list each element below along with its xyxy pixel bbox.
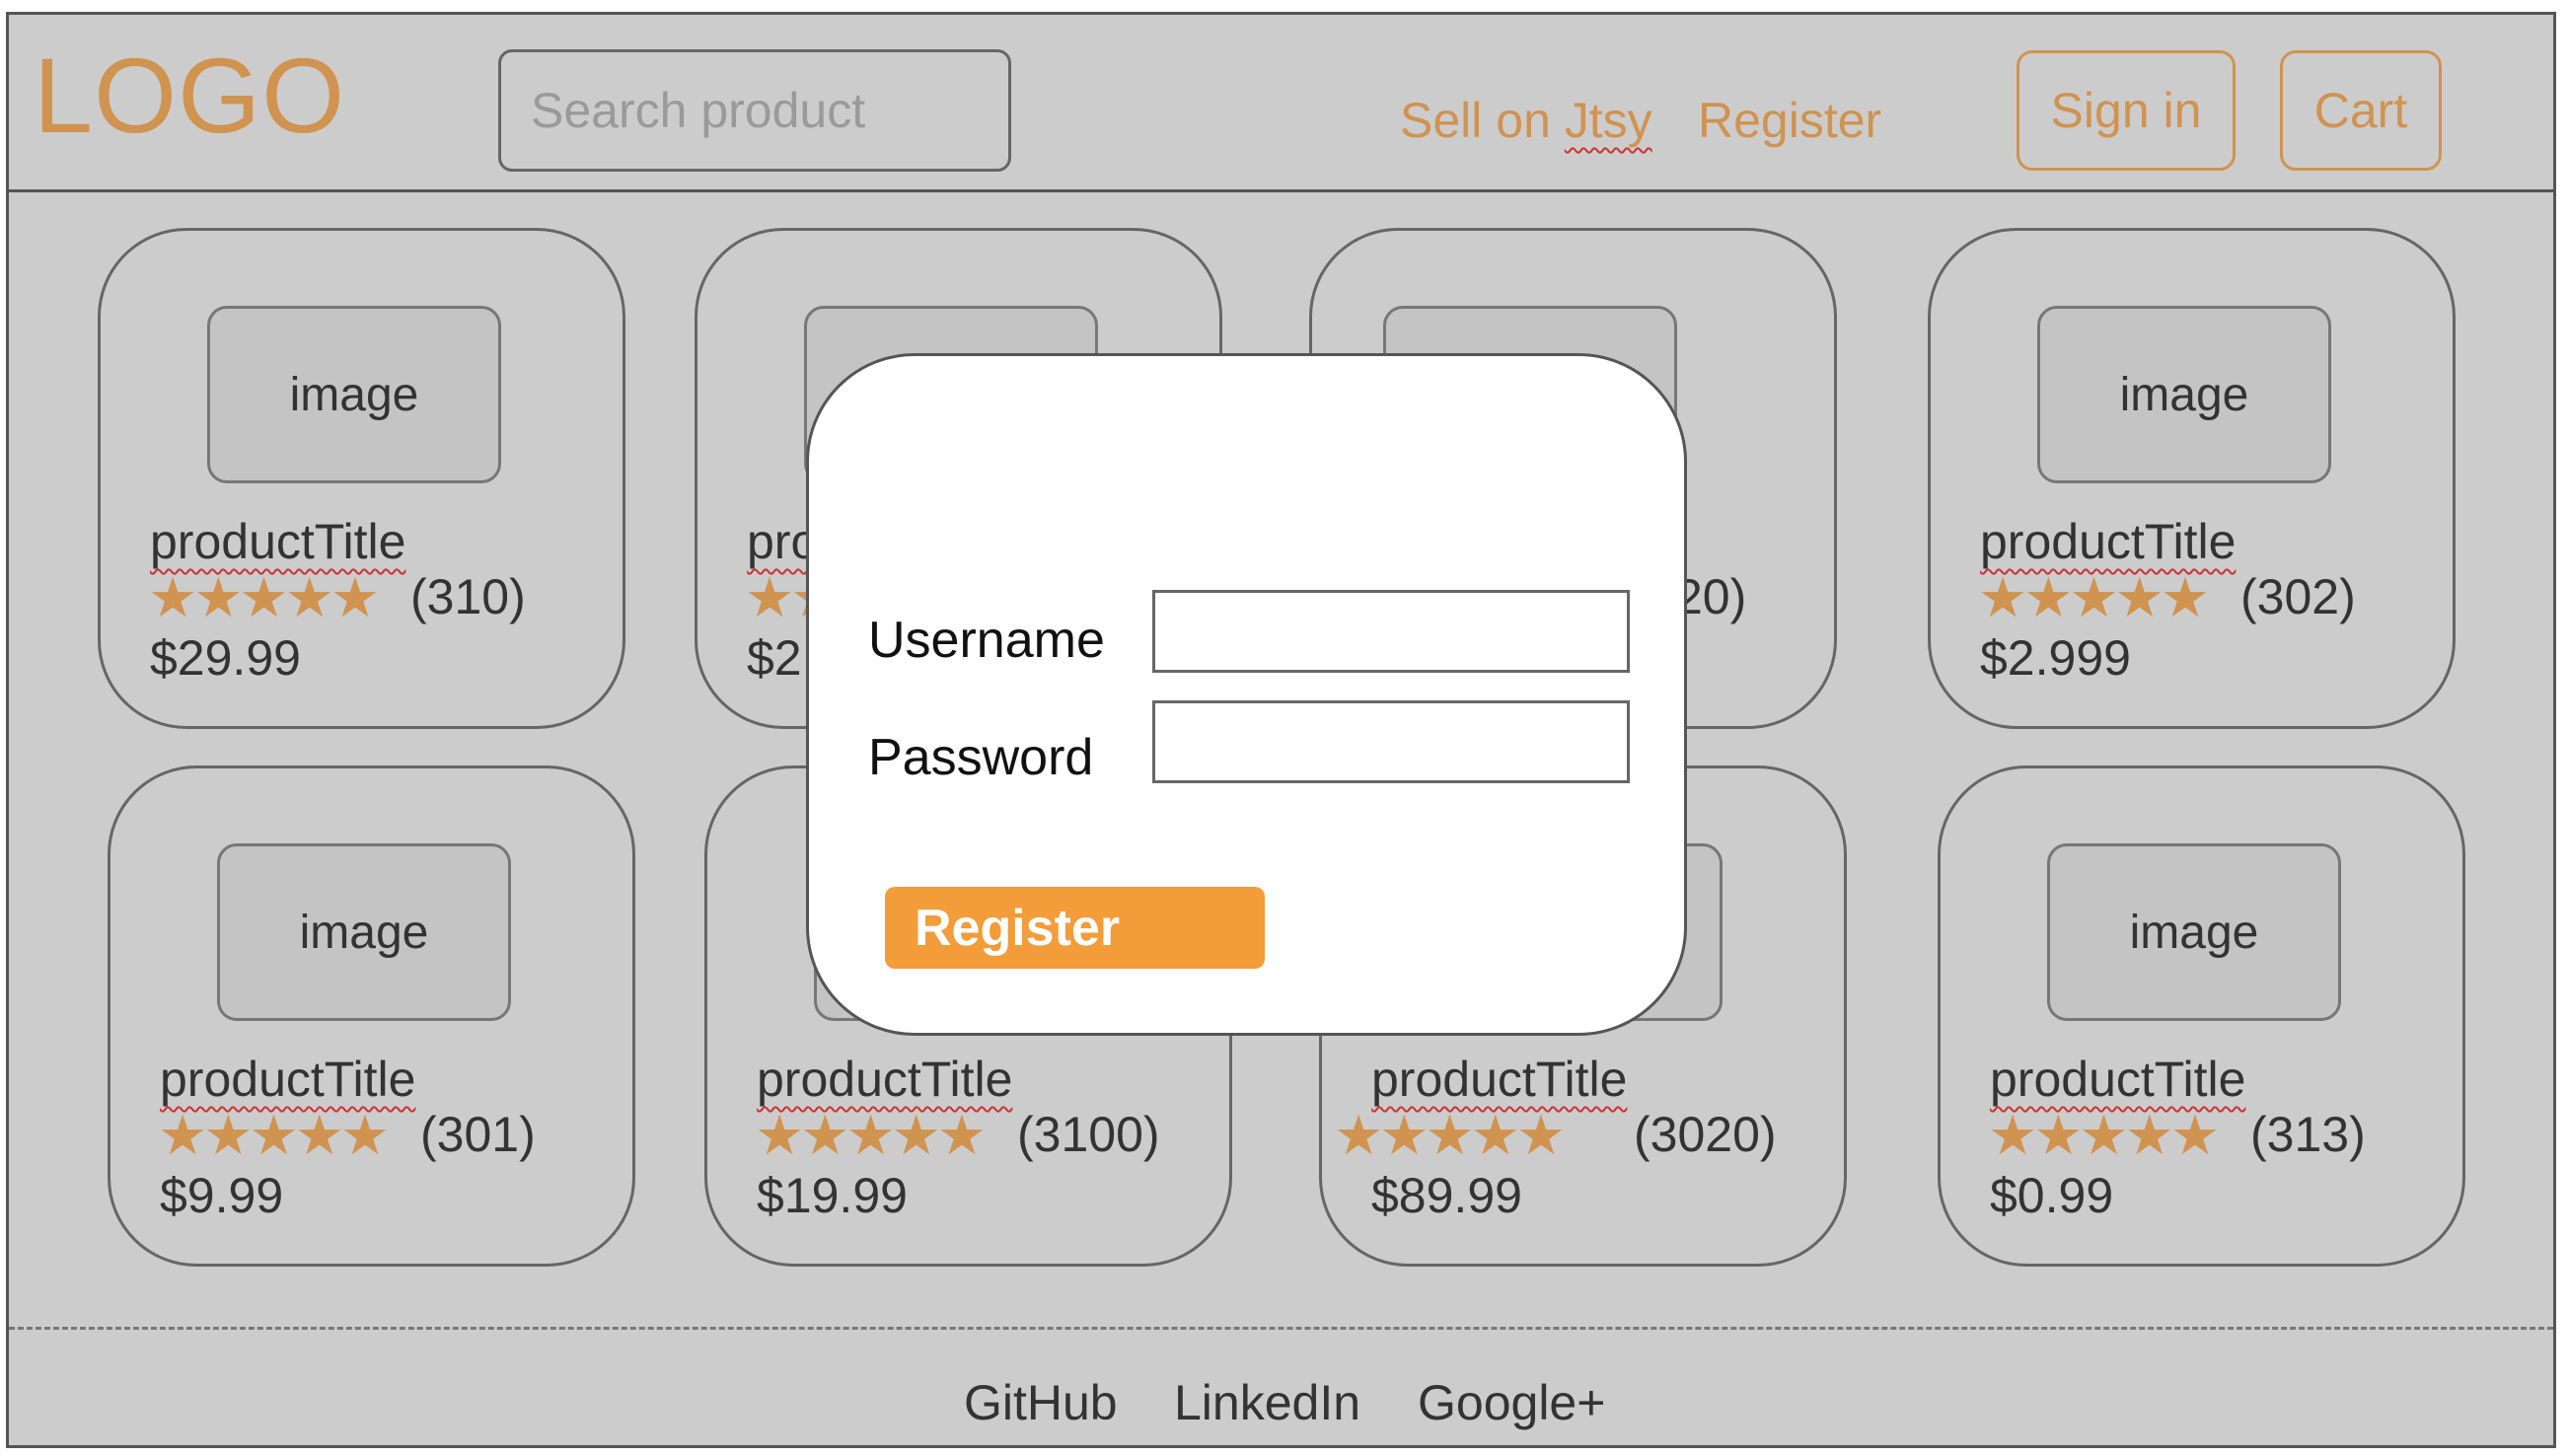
rating-count: (313) — [2250, 1107, 2366, 1162]
product-card[interactable]: image productTitle ★★★★★ (301) $9.99 — [108, 765, 635, 1267]
password-label: Password — [868, 729, 1094, 786]
google-plus-link[interactable]: Google+ — [1418, 1375, 1606, 1430]
github-link[interactable]: GitHub — [964, 1375, 1118, 1430]
product-card[interactable]: image productTitle ★★★★★ (310) $29.99 — [98, 228, 625, 729]
sell-on-label: Sell on — [1400, 93, 1565, 148]
product-price: $2.999 — [1980, 630, 2131, 686]
register-modal: Username Password Register — [806, 353, 1687, 1036]
rating-count: (310) — [410, 569, 526, 624]
username-label: Username — [868, 612, 1105, 669]
rating-stars-icon: ★★★★★ — [1988, 1104, 2220, 1166]
rating-stars-icon: ★★★★★ — [1334, 1104, 1566, 1166]
product-title: productTitle — [757, 1052, 1013, 1107]
rating-count: (302) — [2240, 569, 2356, 624]
rating-count: (301) — [420, 1107, 536, 1162]
rating-stars-icon: ★★★★★ — [1978, 566, 2210, 628]
product-card[interactable]: image productTitle ★★★★★ (313) $0.99 — [1938, 765, 2465, 1267]
footer-divider — [9, 1327, 2553, 1330]
rating-stars-icon: ★★★★★ — [158, 1104, 390, 1166]
username-field[interactable] — [1152, 590, 1630, 673]
register-link[interactable]: Register — [1698, 93, 1882, 148]
product-price: $0.99 — [1990, 1168, 2114, 1223]
product-image: image — [217, 843, 511, 1021]
header: LOGO Sell on Jtsy Register Sign in Cart — [9, 15, 2553, 192]
page-frame: LOGO Sell on Jtsy Register Sign in Cart … — [6, 12, 2556, 1448]
rating-stars-icon: ★★★★★ — [148, 566, 380, 628]
product-image: image — [2037, 306, 2331, 483]
product-price: $29.99 — [150, 630, 301, 686]
product-price: $19.99 — [757, 1168, 908, 1223]
logo[interactable]: LOGO — [34, 36, 346, 155]
product-price: $9.99 — [160, 1168, 284, 1223]
sell-on-brand: Jtsy — [1564, 93, 1652, 148]
rating-count: 20) — [1675, 569, 1747, 624]
rating-count: (3020) — [1634, 1107, 1777, 1162]
search-input[interactable] — [498, 49, 1011, 172]
linkedin-link[interactable]: LinkedIn — [1174, 1375, 1361, 1430]
register-button[interactable]: Register — [885, 887, 1265, 969]
sell-on-jtsy-link[interactable]: Sell on Jtsy — [1400, 96, 1652, 145]
product-title: productTitle — [150, 514, 406, 569]
product-price: $89.99 — [1371, 1168, 1522, 1223]
sign-in-button[interactable]: Sign in — [2017, 50, 2236, 171]
product-card[interactable]: image productTitle ★★★★★ (302) $2.999 — [1928, 228, 2456, 729]
rating-count: (3100) — [1017, 1107, 1160, 1162]
product-title: productTitle — [160, 1052, 416, 1107]
rating-stars-icon: ★★★★★ — [755, 1104, 987, 1166]
cart-button[interactable]: Cart — [2280, 50, 2442, 171]
product-title: productTitle — [1980, 514, 2237, 569]
product-image: image — [2047, 843, 2341, 1021]
product-title: productTitle — [1371, 1052, 1628, 1107]
product-price: $2 — [747, 630, 802, 686]
product-title: productTitle — [1990, 1052, 2246, 1107]
product-image: image — [207, 306, 501, 483]
password-field[interactable] — [1152, 700, 1630, 783]
